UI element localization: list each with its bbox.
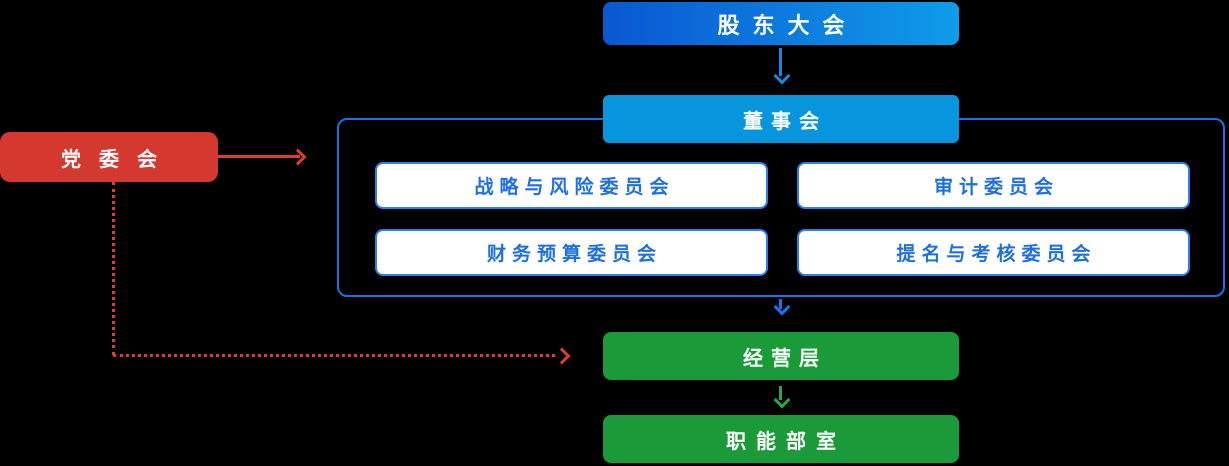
connector-management-to-departments — [779, 386, 782, 400]
connector-board-to-management — [779, 299, 782, 309]
node-committee-strategy-risk: 战略与风险委员会 — [375, 162, 768, 209]
node-committee-nomination-assessment: 提名与考核委员会 — [797, 229, 1190, 276]
arrowhead-down-icon — [773, 391, 791, 409]
arrowhead-down-icon — [773, 67, 791, 85]
node-party-committee: 党委会 — [0, 132, 218, 182]
connector-shareholders-to-board — [779, 48, 782, 76]
connector-party-to-management-dashed — [113, 354, 555, 357]
node-management-level: 经营层 — [603, 332, 959, 380]
arrowhead-down-icon — [773, 298, 791, 316]
connector-party-down-dashed — [112, 182, 115, 355]
arrowhead-right-icon — [553, 347, 571, 365]
connector-party-to-board-group — [218, 155, 300, 158]
arrowhead-right-icon — [289, 148, 307, 166]
node-functional-departments: 职能部室 — [603, 415, 959, 463]
node-committee-audit: 审计委员会 — [797, 162, 1190, 209]
node-shareholders-meeting: 股东大会 — [603, 2, 959, 45]
node-committee-financial-budget: 财务预算委员会 — [375, 229, 768, 276]
node-board-of-directors: 董事会 — [603, 95, 959, 143]
